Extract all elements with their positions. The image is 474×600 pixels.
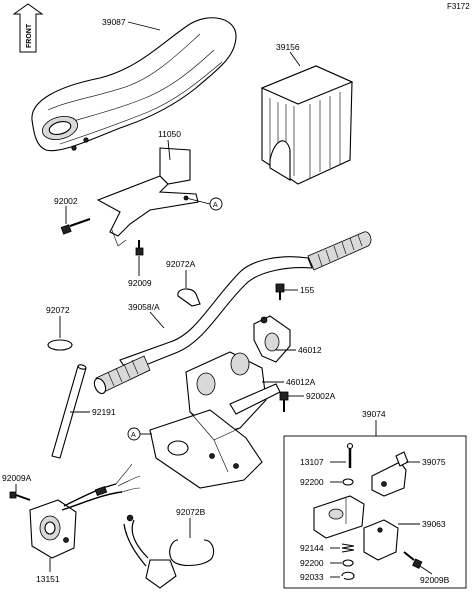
bolt-92002a (279, 391, 289, 412)
leader-39058a (149, 311, 165, 329)
label-92033: 92033 (300, 572, 324, 582)
label-13151: 13151 (36, 574, 60, 584)
clamp-92072a (177, 288, 201, 307)
ring-92033 (341, 571, 355, 580)
block-39063 (363, 519, 399, 561)
label-92144: 92144 (300, 543, 324, 553)
label-92002a: 92002A (306, 391, 336, 401)
ref-marker-a-top (209, 197, 223, 211)
label-92200-bottom: 92200 (300, 558, 324, 568)
label-46012: 46012 (298, 345, 322, 355)
label-92009a: 92009A (2, 473, 32, 483)
front-arrow-icon: FRONT (12, 3, 44, 53)
screw-92009b (403, 551, 423, 569)
label-11050: 11050 (158, 129, 181, 139)
leader-ref-a-top (185, 197, 211, 205)
label-92191: 92191 (92, 407, 116, 417)
figure-code: F3172 (447, 2, 470, 11)
label-92002: 92002 (54, 196, 78, 206)
ref-marker-a-bottom-text: A (131, 432, 136, 439)
handle-pad-cover-39087 (31, 17, 237, 152)
tube-92191 (51, 364, 87, 459)
label-39156: 39156 (276, 42, 300, 52)
spring-92144 (341, 543, 355, 553)
label-92072: 92072 (46, 305, 70, 315)
leader-39156 (289, 51, 301, 67)
label-46012a: 46012A (286, 377, 316, 387)
ref-marker-a-top-text: A (213, 202, 218, 209)
handlebar-39058a (93, 231, 372, 395)
lever-39075 (371, 451, 409, 497)
screw-92009a (9, 491, 31, 501)
label-39063: 39063 (422, 519, 446, 529)
throttle-case-body (313, 495, 365, 539)
label-92009: 92009 (128, 278, 152, 288)
label-39075: 39075 (422, 457, 446, 467)
bolt-92002 (60, 218, 91, 235)
washer-92200-bottom (342, 559, 354, 567)
bracket-11050 (96, 147, 199, 247)
leader-92009b (419, 565, 433, 575)
holder-46012 (253, 315, 291, 363)
leader-39087 (127, 21, 161, 31)
clamp-92072b (123, 514, 215, 589)
label-92072b: 92072B (176, 507, 206, 517)
bolt-155 (275, 283, 285, 300)
pin-13107 (346, 442, 354, 468)
leader-11050 (167, 139, 171, 161)
group-box-39074 (283, 435, 467, 589)
switch-assembly-13151 (29, 463, 141, 559)
label-39087: 39087 (102, 17, 126, 27)
label-92009b: 92009B (420, 575, 450, 585)
label-92200-top: 92200 (300, 477, 324, 487)
bolt-92009 (135, 240, 144, 256)
grip-cover-39156 (260, 65, 354, 185)
washer-92200-top (342, 478, 354, 486)
label-39058a: 39058/A (128, 302, 160, 312)
label-39074: 39074 (362, 409, 386, 419)
label-92072a: 92072A (166, 259, 196, 269)
label-155: 155 (300, 285, 314, 295)
ref-marker-a-bottom (127, 427, 141, 441)
label-13107: 13107 (300, 457, 324, 467)
front-label: FRONT (26, 23, 33, 48)
steering-holder-46012a (149, 351, 281, 489)
clamp-92072 (47, 339, 73, 351)
